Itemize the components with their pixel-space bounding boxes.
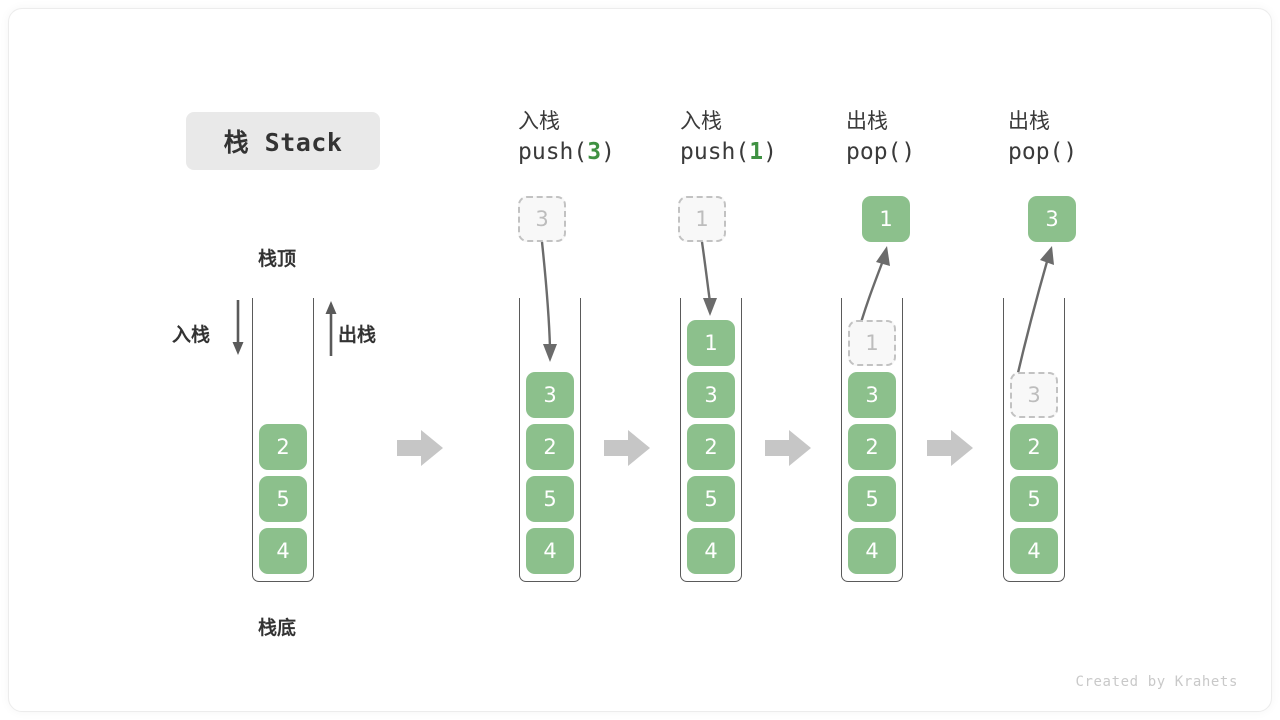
stack-walls xyxy=(841,298,903,582)
column-header-cn: 出栈 xyxy=(1008,109,1050,133)
stack-cell: 3 xyxy=(848,372,896,418)
stack-cell: 4 xyxy=(687,528,735,574)
stack-cell: 4 xyxy=(259,528,307,574)
push-direction-arrow xyxy=(232,300,244,355)
stack-container-pop-3 xyxy=(1003,298,1065,582)
pop-side-label: 出栈 xyxy=(338,324,377,346)
push-curve-arrow xyxy=(540,241,557,362)
stack-cell: 4 xyxy=(848,528,896,574)
column-header-code: push(1) xyxy=(680,136,860,169)
column-header-push-3: 入栈 push(3) xyxy=(518,106,698,170)
external-cell-popped: 1 xyxy=(862,196,910,242)
code-post: ) xyxy=(901,139,916,166)
stack-cell-ghost: 3 xyxy=(1010,372,1058,418)
stack-cell: 5 xyxy=(526,476,574,522)
code-arg: 1 xyxy=(749,139,764,166)
column-header-cn: 出栈 xyxy=(846,109,888,133)
push-side-label: 入栈 xyxy=(172,324,211,346)
stack-cell: 4 xyxy=(526,528,574,574)
push-curve-arrow xyxy=(700,241,717,316)
stack-cell: 2 xyxy=(526,424,574,470)
stack-walls xyxy=(680,298,742,582)
code-pre: pop( xyxy=(846,139,902,166)
code-post: ) xyxy=(1063,139,1078,166)
step-arrow-icon xyxy=(397,430,443,466)
code-pre: push( xyxy=(680,139,750,166)
stack-bottom-label: 栈底 xyxy=(258,617,297,639)
code-post: ) xyxy=(601,139,615,166)
credit-footer: Created by Krahets xyxy=(1075,674,1238,690)
stack-walls xyxy=(519,298,581,582)
code-arg: 3 xyxy=(587,139,602,166)
stack-walls xyxy=(252,298,314,582)
step-arrow-icon xyxy=(927,430,973,466)
code-post: ) xyxy=(763,139,777,166)
stack-cell: 2 xyxy=(687,424,735,470)
stack-top-label: 栈顶 xyxy=(258,248,297,270)
stack-container-push-3 xyxy=(519,298,581,582)
stack-cell: 3 xyxy=(526,372,574,418)
code-pre: pop( xyxy=(1008,139,1064,166)
stack-cell: 2 xyxy=(259,424,307,470)
external-cell-popped: 3 xyxy=(1028,196,1076,242)
stack-container-initial xyxy=(252,298,314,582)
column-header-code: pop() xyxy=(846,136,1026,169)
stack-container-pop-1 xyxy=(841,298,903,582)
stack-cell: 5 xyxy=(687,476,735,522)
column-header-code: push(3) xyxy=(518,136,698,169)
step-arrow-icon xyxy=(765,430,811,466)
code-pre: push( xyxy=(518,139,588,166)
column-header-push-1: 入栈 push(1) xyxy=(680,106,860,170)
column-header-pop-1: 出栈 pop() xyxy=(846,106,1026,170)
stack-cell: 5 xyxy=(848,476,896,522)
stack-walls xyxy=(1003,298,1065,582)
column-header-code: pop() xyxy=(1008,136,1188,169)
stack-cell: 5 xyxy=(1010,476,1058,522)
column-header-pop-3: 出栈 pop() xyxy=(1008,106,1188,170)
stack-container-push-1 xyxy=(680,298,742,582)
stack-cell: 5 xyxy=(259,476,307,522)
stack-title-chip: 栈 Stack xyxy=(186,112,380,170)
external-cell-ghost: 1 xyxy=(678,196,726,242)
stack-cell: 3 xyxy=(687,372,735,418)
column-header-cn: 入栈 xyxy=(518,109,560,133)
stack-cell: 2 xyxy=(848,424,896,470)
stack-cell: 2 xyxy=(1010,424,1058,470)
step-arrow-icon xyxy=(604,430,650,466)
stack-cell: 4 xyxy=(1010,528,1058,574)
external-cell-ghost: 3 xyxy=(518,196,566,242)
stack-cell: 1 xyxy=(687,320,735,366)
pop-direction-arrow xyxy=(325,301,337,356)
column-header-cn: 入栈 xyxy=(680,109,722,133)
stack-cell-ghost: 1 xyxy=(848,320,896,366)
